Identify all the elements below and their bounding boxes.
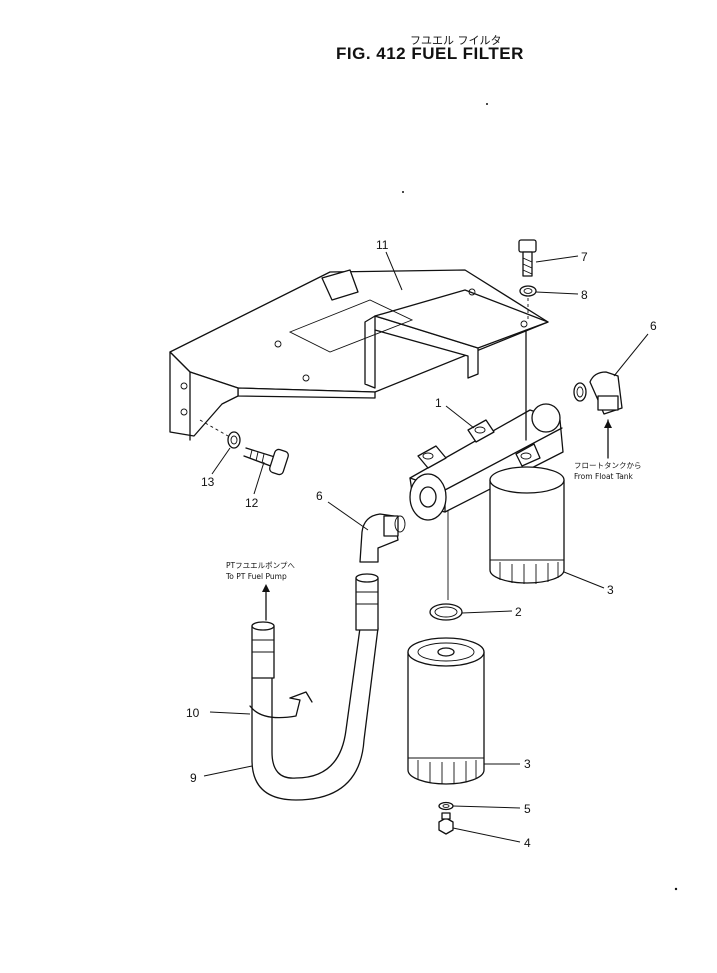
callout-6-inlet: 6 [650, 319, 657, 333]
callout-13: 13 [201, 475, 215, 489]
drain-plug-part-4 [438, 812, 454, 835]
washer-part-8 [519, 285, 537, 297]
washer-part-5 [438, 801, 454, 811]
callout-8: 8 [581, 288, 588, 302]
callout-11: 11 [376, 238, 389, 252]
callout-5: 5 [524, 802, 531, 816]
callout-4: 4 [524, 836, 531, 850]
filter-head-part-1 [409, 403, 564, 521]
filter-cartridge-mounted-part-3 [447, 466, 565, 600]
note-to-pt-fuel-pump-jp: PTフユエルポンプへ [226, 561, 295, 570]
note-from-float-tank: From Float Tank [574, 472, 634, 481]
hose-clamp-part-10 [249, 691, 313, 719]
note-from-float-tank-jp: フロートタンクから [574, 461, 642, 470]
callout-leaders [203, 251, 649, 843]
callout-12: 12 [245, 496, 259, 510]
o-ring-part-2 [429, 603, 463, 621]
washer-part-13 [227, 431, 241, 449]
figure-title-japanese: フユエル フイルタ [410, 34, 502, 47]
bolt-part-7 [518, 239, 537, 277]
figure-title: FIG. 412 FUEL FILTER [336, 44, 524, 63]
callout-3-mounted: 3 [607, 583, 614, 597]
bolt-part-12 [243, 447, 289, 476]
callout-2: 2 [515, 605, 522, 619]
callout-3-loose: 3 [524, 757, 531, 771]
bracket-part-11 [169, 269, 549, 441]
callout-10: 10 [186, 706, 200, 720]
callout-7: 7 [581, 250, 588, 264]
callout-6-outlet: 6 [316, 489, 323, 503]
fuel-hose-part-9 [251, 573, 379, 801]
callout-9: 9 [190, 771, 197, 785]
callout-1: 1 [435, 396, 442, 410]
elbow-fitting-part-6-inlet [573, 371, 623, 415]
filter-cartridge-part-3 [407, 637, 485, 785]
note-to-pt-fuel-pump: To PT Fuel Pump [225, 572, 287, 581]
elbow-fitting-part-6-outlet [359, 513, 406, 563]
